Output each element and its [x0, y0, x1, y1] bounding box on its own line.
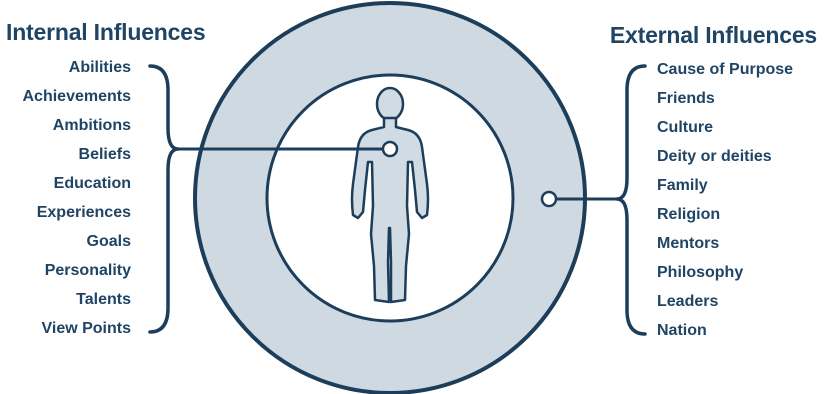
- internal-influences-heading: Internal Influences: [6, 19, 205, 46]
- external-item-family: Family: [657, 171, 793, 200]
- external-influences-heading: External Influences: [610, 22, 817, 49]
- internal-item-personality: Personality: [23, 256, 132, 285]
- outer-marker-dot-icon: [542, 192, 556, 206]
- external-bracket: [617, 66, 645, 334]
- internal-item-achievements: Achievements: [23, 82, 132, 111]
- external-influences-list: Cause of Purpose Friends Culture Deity o…: [657, 55, 793, 345]
- external-item-friends: Friends: [657, 84, 793, 113]
- external-item-religion: Religion: [657, 200, 793, 229]
- external-item-mentors: Mentors: [657, 229, 793, 258]
- internal-bracket: [150, 66, 178, 332]
- internal-item-ambitions: Ambitions: [23, 111, 132, 140]
- internal-item-goals: Goals: [23, 227, 132, 256]
- external-item-leaders: Leaders: [657, 287, 793, 316]
- inner-marker-dot-icon: [383, 142, 397, 156]
- internal-item-education: Education: [23, 169, 132, 198]
- external-item-cause-of-purpose: Cause of Purpose: [657, 55, 793, 84]
- external-item-philosophy: Philosophy: [657, 258, 793, 287]
- internal-item-abilities: Abilities: [23, 53, 132, 82]
- internal-influences-list: Abilities Achievements Ambitions Beliefs…: [23, 53, 132, 343]
- external-item-deity: Deity or deities: [657, 142, 793, 171]
- external-item-nation: Nation: [657, 316, 793, 345]
- external-item-culture: Culture: [657, 113, 793, 142]
- internal-item-beliefs: Beliefs: [23, 140, 132, 169]
- internal-item-experiences: Experiences: [23, 198, 132, 227]
- internal-item-view-points: View Points: [23, 314, 132, 343]
- internal-item-talents: Talents: [23, 285, 132, 314]
